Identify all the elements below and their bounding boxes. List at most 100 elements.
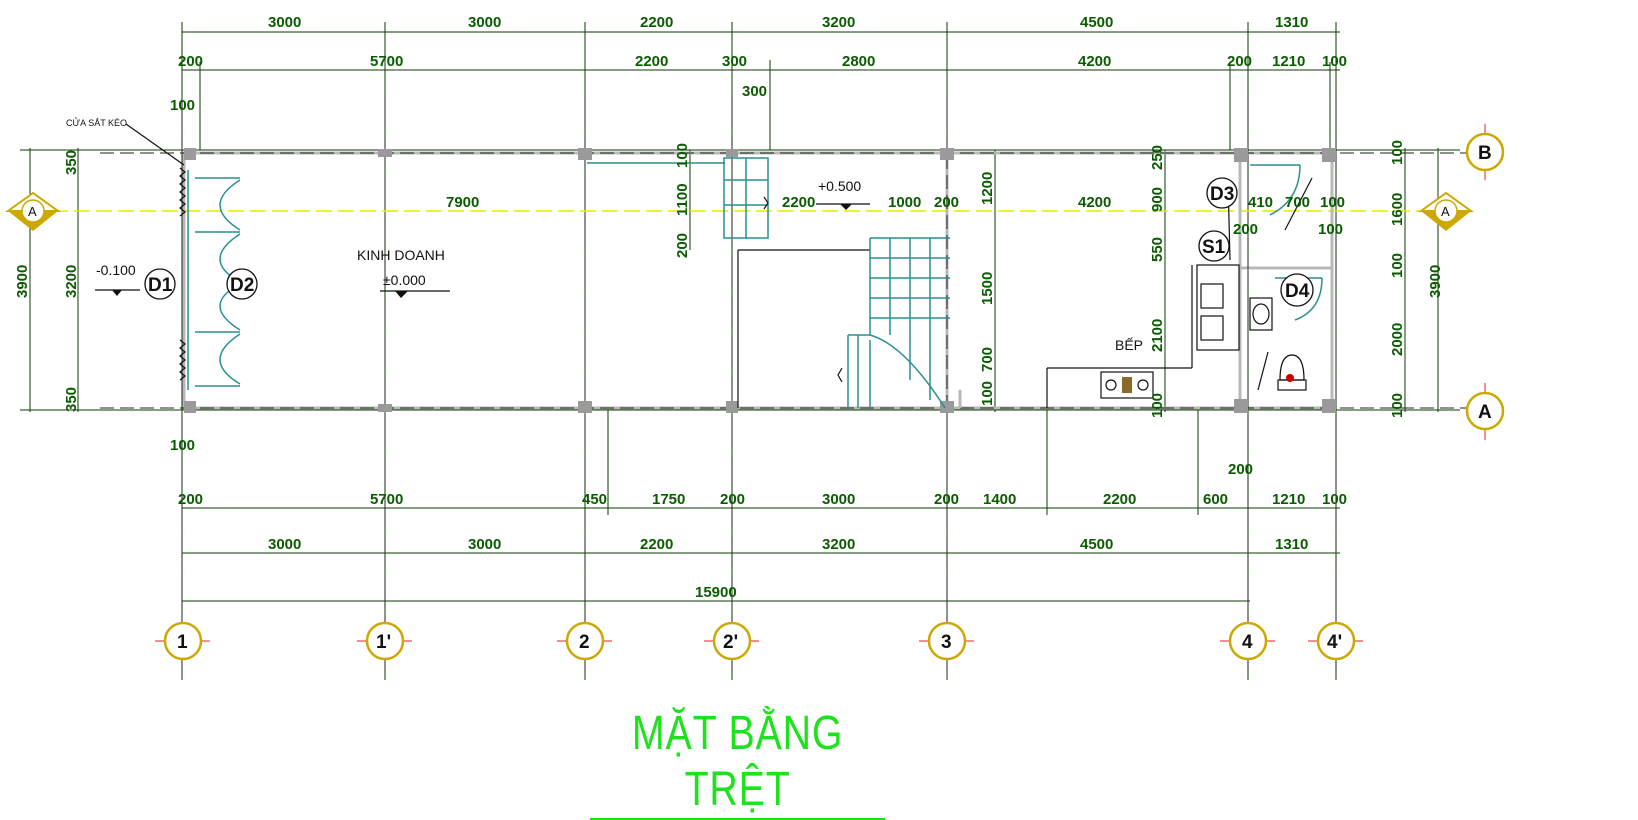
dim: 2000 <box>1389 323 1406 356</box>
dim: 3200 <box>822 536 855 553</box>
section-label-right: A <box>1441 204 1450 219</box>
axis-marker: 3 <box>919 621 974 661</box>
axis-marker: B <box>1465 124 1505 180</box>
section-label-left: A <box>28 204 37 219</box>
dim-total: 15900 <box>695 584 737 601</box>
dim: 1200 <box>979 172 996 205</box>
axis-label: 2' <box>723 632 738 653</box>
dim: 100 <box>1149 393 1166 418</box>
dimensions-vertical: 3900 350 3200 350 3900 100 1600 100 2000… <box>14 140 1444 418</box>
section-markers: A A <box>4 191 1475 231</box>
dim: 4500 <box>1080 536 1113 553</box>
dim: 3900 <box>14 265 31 298</box>
level-stair: +0.500 <box>818 178 861 194</box>
dim: 100 <box>674 143 691 168</box>
door-d1: D1 <box>148 275 173 296</box>
room-label-kinh-doanh: KINH DOANH <box>357 247 445 263</box>
axis-marker: A <box>1465 383 1505 440</box>
dim: 7900 <box>446 194 479 211</box>
dim: 200 <box>934 491 959 508</box>
dim: 3200 <box>63 265 80 298</box>
dim: 200 <box>720 491 745 508</box>
columns <box>184 148 1336 413</box>
door-bubbles: D1 D2 D3 D4 S1 <box>144 177 1314 307</box>
dim: 350 <box>63 150 80 175</box>
dim: 200 <box>178 53 203 70</box>
dim: 2200 <box>782 194 815 211</box>
dim: 100 <box>1318 221 1343 238</box>
dim: 3000 <box>468 14 501 31</box>
dim: 5700 <box>370 491 403 508</box>
dimensions-bottom-outer: 3000 3000 2200 3200 4500 1310 15900 <box>268 536 1308 601</box>
door-d4: D4 <box>1285 281 1310 302</box>
dimensions-top-inner: 200 5700 2200 300 2800 4200 200 1210 100… <box>170 53 1347 114</box>
staircase <box>587 157 950 409</box>
dim: 1750 <box>652 491 685 508</box>
dim: 5700 <box>370 53 403 70</box>
dim: 1210 <box>1272 491 1305 508</box>
kitchen-fixtures <box>958 264 1240 408</box>
dim: 100 <box>170 97 195 114</box>
dim: 900 <box>1149 187 1166 212</box>
dim: 200 <box>178 491 203 508</box>
dim: 1000 <box>888 194 921 211</box>
dim: 600 <box>1203 491 1228 508</box>
dim: 550 <box>1149 237 1166 262</box>
dim: 450 <box>582 491 607 508</box>
dim: 100 <box>1322 491 1347 508</box>
dim: 1310 <box>1275 536 1308 553</box>
dim: 4500 <box>1080 14 1113 31</box>
dim: 100 <box>170 437 195 454</box>
dim: 3900 <box>1427 265 1444 298</box>
dim: 2100 <box>1149 319 1166 352</box>
wc-fixtures <box>1227 164 1323 391</box>
dim: 4200 <box>1078 53 1111 70</box>
dim: 3000 <box>268 14 301 31</box>
plan-title: MẶT BẰNG TRỆT <box>590 706 886 820</box>
dim: 700 <box>979 347 996 372</box>
dim: 2200 <box>635 53 668 70</box>
dim: 100 <box>1320 194 1345 211</box>
axis-marker: 4 <box>1220 621 1275 661</box>
dim: 700 <box>1285 194 1310 211</box>
axis-marker: 4' <box>1308 621 1363 661</box>
axis-marker: 1' <box>357 621 412 661</box>
level-main: ±0.000 <box>383 272 426 288</box>
dim: 2200 <box>640 536 673 553</box>
dim: 350 <box>63 387 80 412</box>
axis-label: 2 <box>579 632 590 653</box>
grid-axis-markers: 1 1' 2 2' 3 4 4' <box>155 124 1505 661</box>
dim: 1210 <box>1272 53 1305 70</box>
level-entry: -0.100 <box>96 262 136 278</box>
dim: 200 <box>674 233 691 258</box>
window-s1: S1 <box>1202 237 1226 258</box>
dimension-lines <box>20 22 1460 680</box>
dim: 300 <box>722 53 747 70</box>
dimensions-top-outer: 3000 3000 2200 3200 4500 1310 <box>268 14 1308 31</box>
dimensions-interior: 7900 2200 1000 200 4200 410 700 100 200 … <box>446 194 1345 238</box>
dim: 1600 <box>1389 193 1406 226</box>
dim: 3000 <box>468 536 501 553</box>
axis-marker: 1 <box>155 621 210 661</box>
dim: 1400 <box>983 491 1016 508</box>
dim: 3000 <box>822 491 855 508</box>
dim: 3000 <box>268 536 301 553</box>
axis-label: 1 <box>177 632 188 653</box>
door-d2: D2 <box>230 275 254 296</box>
grid-lines <box>100 95 1480 675</box>
dim: 1500 <box>979 272 996 305</box>
dim: 200 <box>934 194 959 211</box>
dim: 200 <box>1227 53 1252 70</box>
axis-label: 4' <box>1327 632 1342 653</box>
dim: 250 <box>1149 145 1166 170</box>
axis-marker: 2' <box>704 621 759 661</box>
dimensions-bottom-inner: 200 5700 450 1750 200 3000 200 1400 2200… <box>170 437 1347 508</box>
dim: 1310 <box>1275 14 1308 31</box>
axis-label: B <box>1478 143 1492 164</box>
label-cua-sat-keo: CỬA SẮT KÉO <box>66 117 127 128</box>
dim: 100 <box>1389 393 1406 418</box>
dim: 1100 <box>674 183 691 216</box>
dim: 2200 <box>640 14 673 31</box>
axis-label: 4 <box>1242 632 1253 653</box>
